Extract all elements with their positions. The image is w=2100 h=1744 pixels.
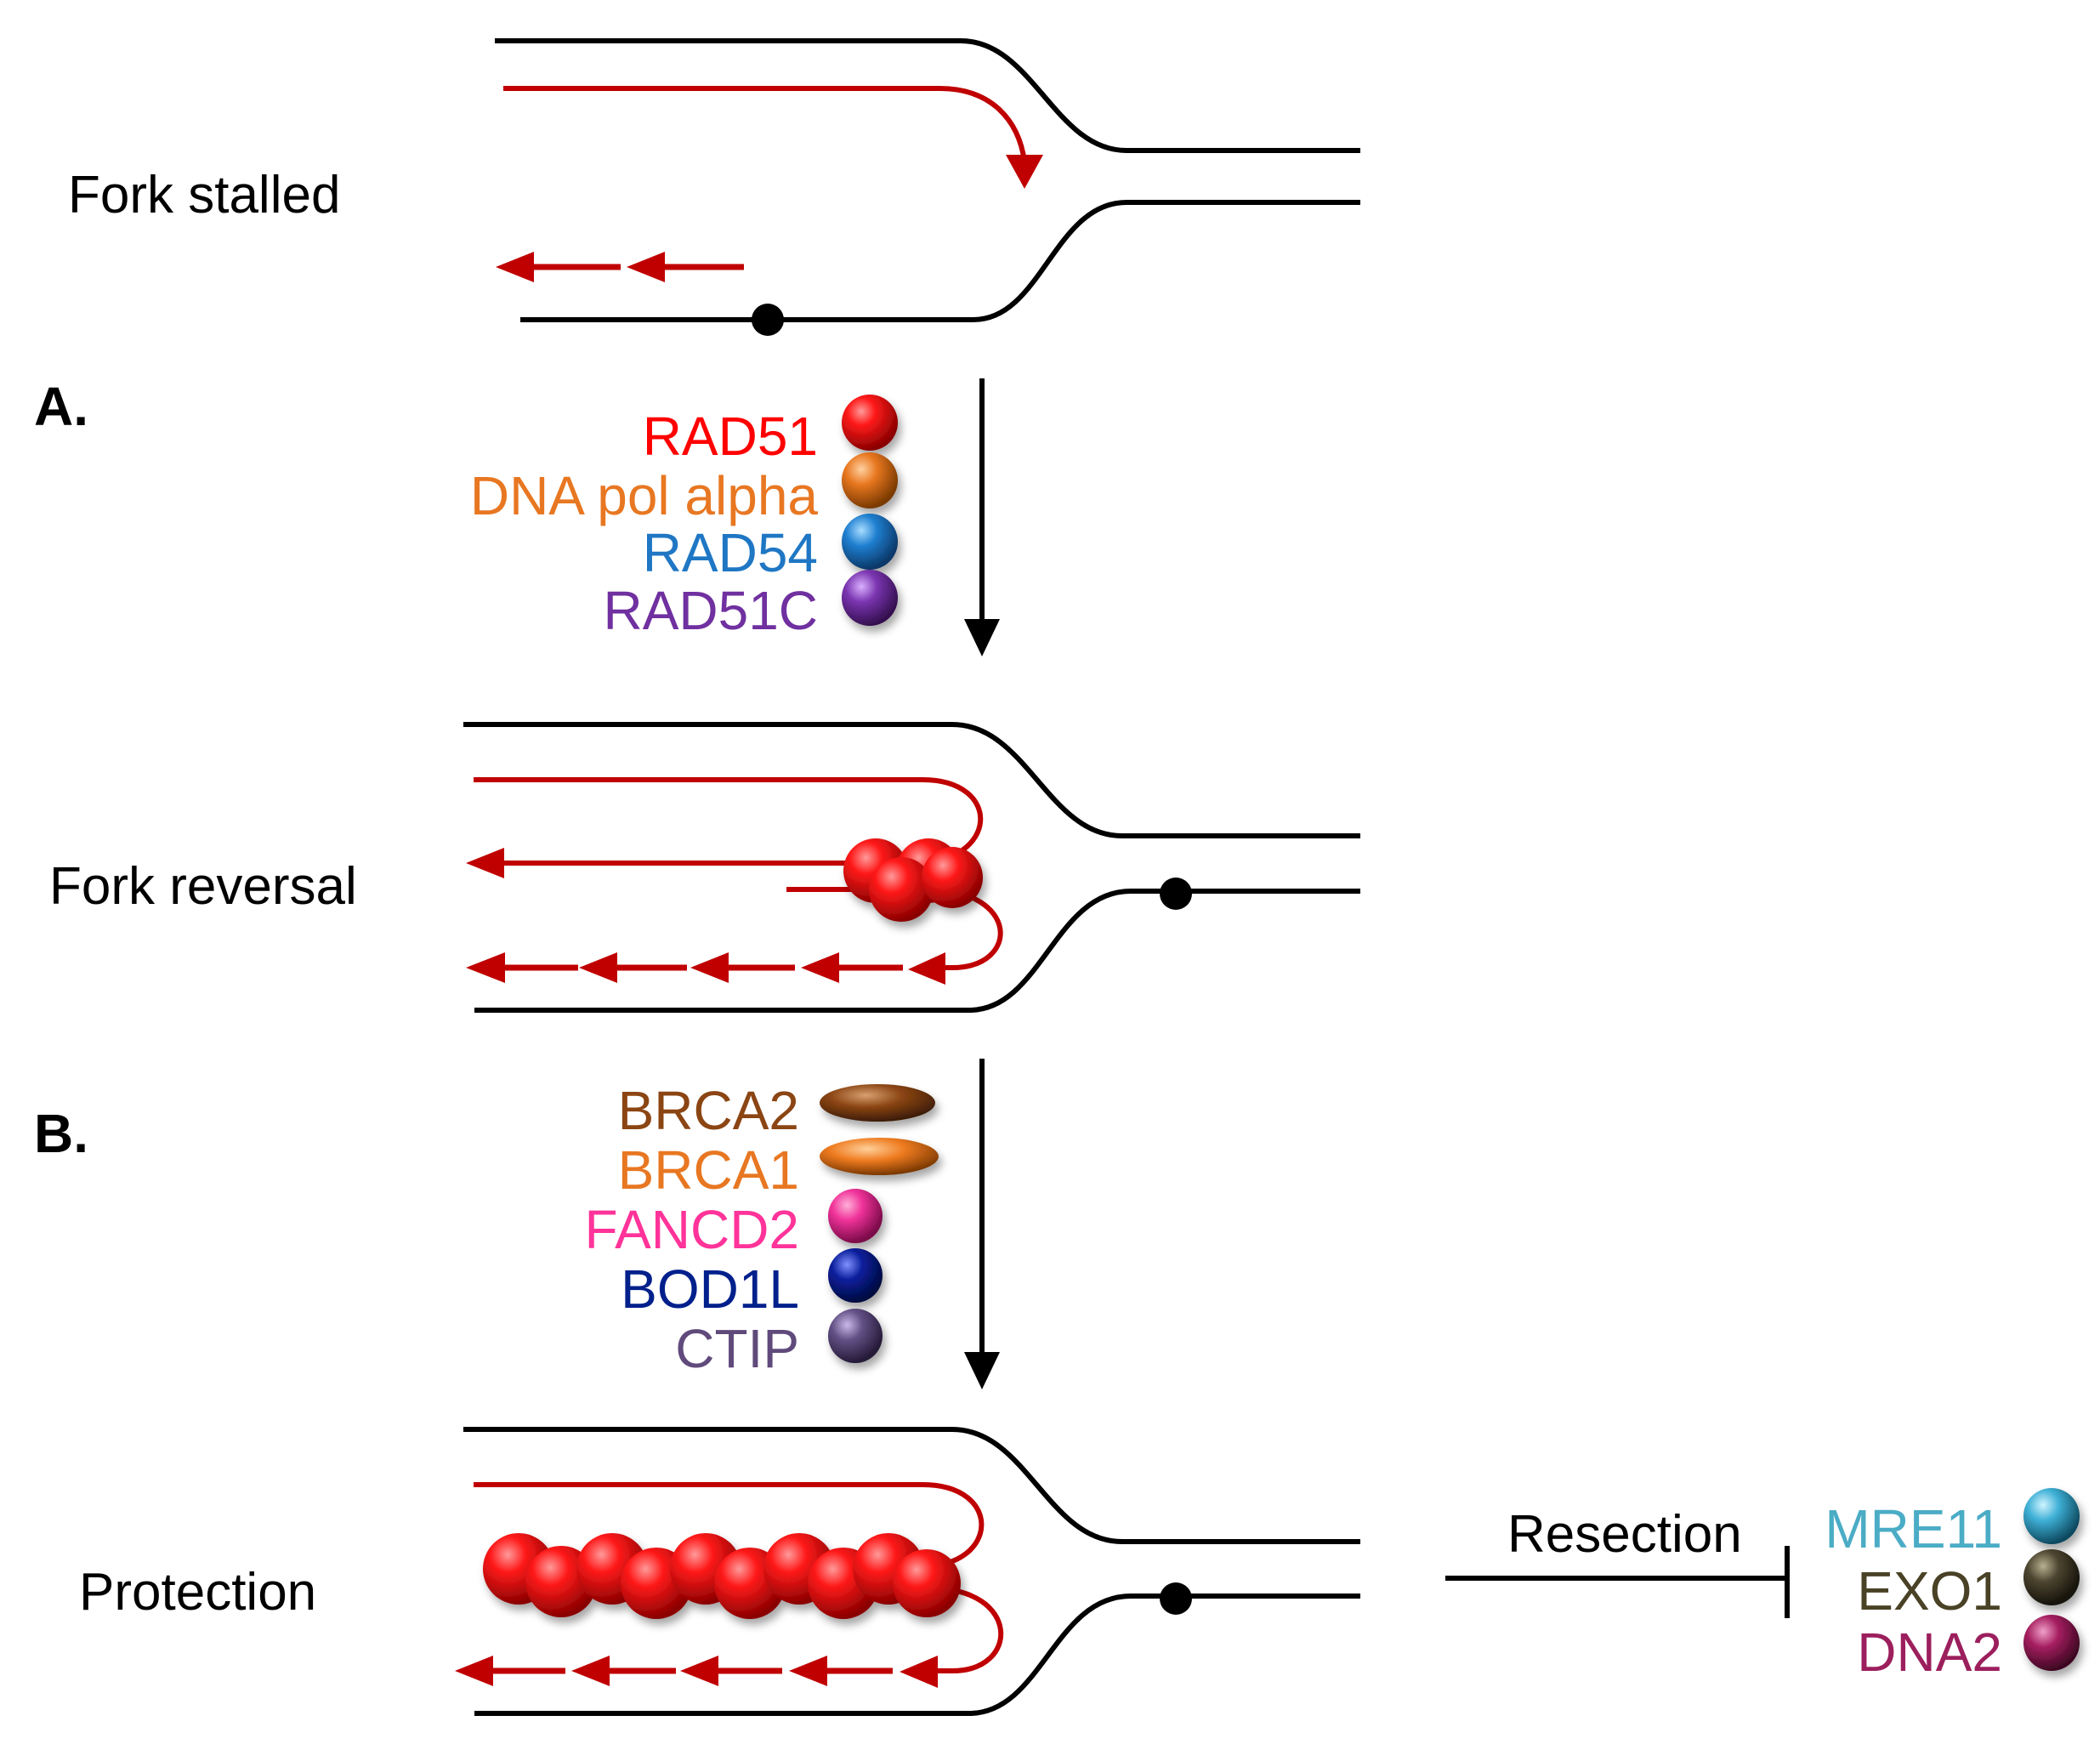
ctip-sphere [828,1309,883,1363]
nascent-leading-strand [503,86,1027,162]
factor-label-brca1: BRCA1 [618,1139,799,1201]
factor-label-brca2: BRCA2 [618,1080,799,1141]
bod1l-sphere [828,1248,883,1303]
transition-a: A. RAD51 DNA pol alpha RAD54 RAD51C [34,376,1000,656]
regressed-arm-arrowhead [466,848,504,878]
nascent-hairpin-arrowhead [908,952,945,985]
parental-strand-top [463,1427,1360,1544]
rad51-cluster [843,838,983,922]
factor-label-rad54: RAD54 [643,522,818,583]
down-arrow-head [964,619,1000,656]
stage-fork-stalled: Fork stalled [68,38,1360,336]
factor-label-rad51c: RAD51C [603,580,818,641]
parental-strand-top [495,38,1360,153]
rad51-sphere [842,395,898,451]
dna-pol-alpha-sphere [842,452,898,508]
okazaki-arrowhead [680,1656,718,1686]
panel-label-a: A. [34,376,88,437]
fancd2-sphere [828,1189,883,1243]
okazaki-arrowhead [496,252,534,282]
nuclease-label-exo1: EXO1 [1857,1560,2002,1622]
down-arrow-head [964,1352,1000,1389]
okazaki-arrowhead [571,1656,610,1686]
factor-label-rad51: RAD51 [643,406,818,467]
stage-label-reversal: Fork reversal [49,857,357,916]
exo1-sphere [2023,1549,2080,1605]
stage-protection: Protection [79,1427,1360,1716]
okazaki-arrowhead [801,952,839,983]
mre11-sphere [2023,1488,2080,1544]
rad51-sphere [922,847,983,908]
nascent-hairpin-arrowhead [900,1656,938,1688]
factor-label-fancd2: FANCD2 [585,1199,800,1260]
nuclease-label-mre11: MRE11 [1825,1498,2002,1559]
nascent-leading-arrowhead [1006,155,1043,189]
okazaki-arrowhead [690,952,729,983]
factor-label-dna-pol-alpha: DNA pol alpha [470,465,819,526]
lesion-dot [1160,878,1192,910]
stage-label-protection: Protection [79,1563,316,1622]
resection-label: Resection [1507,1505,1742,1564]
rad54-sphere [842,514,898,570]
parental-strand-bottom [474,889,1360,1013]
brca1-ellipsoid [820,1138,939,1175]
lesion-dot [752,304,784,336]
nascent-lagging-hairpin [930,1586,1004,1673]
okazaki-arrowhead [789,1656,827,1686]
brca2-ellipsoid [820,1084,935,1122]
parental-strand-bottom [474,1593,1360,1716]
rad51-sphere [893,1549,961,1617]
rad51-sphere [869,857,934,922]
dna2-sphere [2023,1615,2080,1671]
okazaki-arrowhead [455,1656,493,1686]
rad51c-sphere [842,570,898,626]
okazaki-arrowhead [627,252,665,282]
okazaki-arrowhead [466,952,505,983]
parental-strand-top [463,722,1360,838]
nuclease-label-dna2: DNA2 [1857,1622,2002,1683]
stage-fork-reversal: Fork reversal [49,722,1360,1013]
stage-label-stalled: Fork stalled [68,166,340,224]
panel-label-b: B. [34,1103,88,1164]
lesion-dot [1160,1582,1192,1615]
transition-b: B. BRCA2 BRCA1 FANCD2 BOD1L CTIP [34,1059,1000,1389]
parental-strand-bottom [520,200,1360,322]
okazaki-arrowhead [579,952,617,983]
factor-label-ctip: CTIP [675,1318,799,1379]
resection-inhibition: Resection MRE11 EXO1 DNA2 [1445,1488,2080,1683]
factor-label-bod1l: BOD1L [621,1258,799,1320]
rad51-filament [483,1533,961,1619]
